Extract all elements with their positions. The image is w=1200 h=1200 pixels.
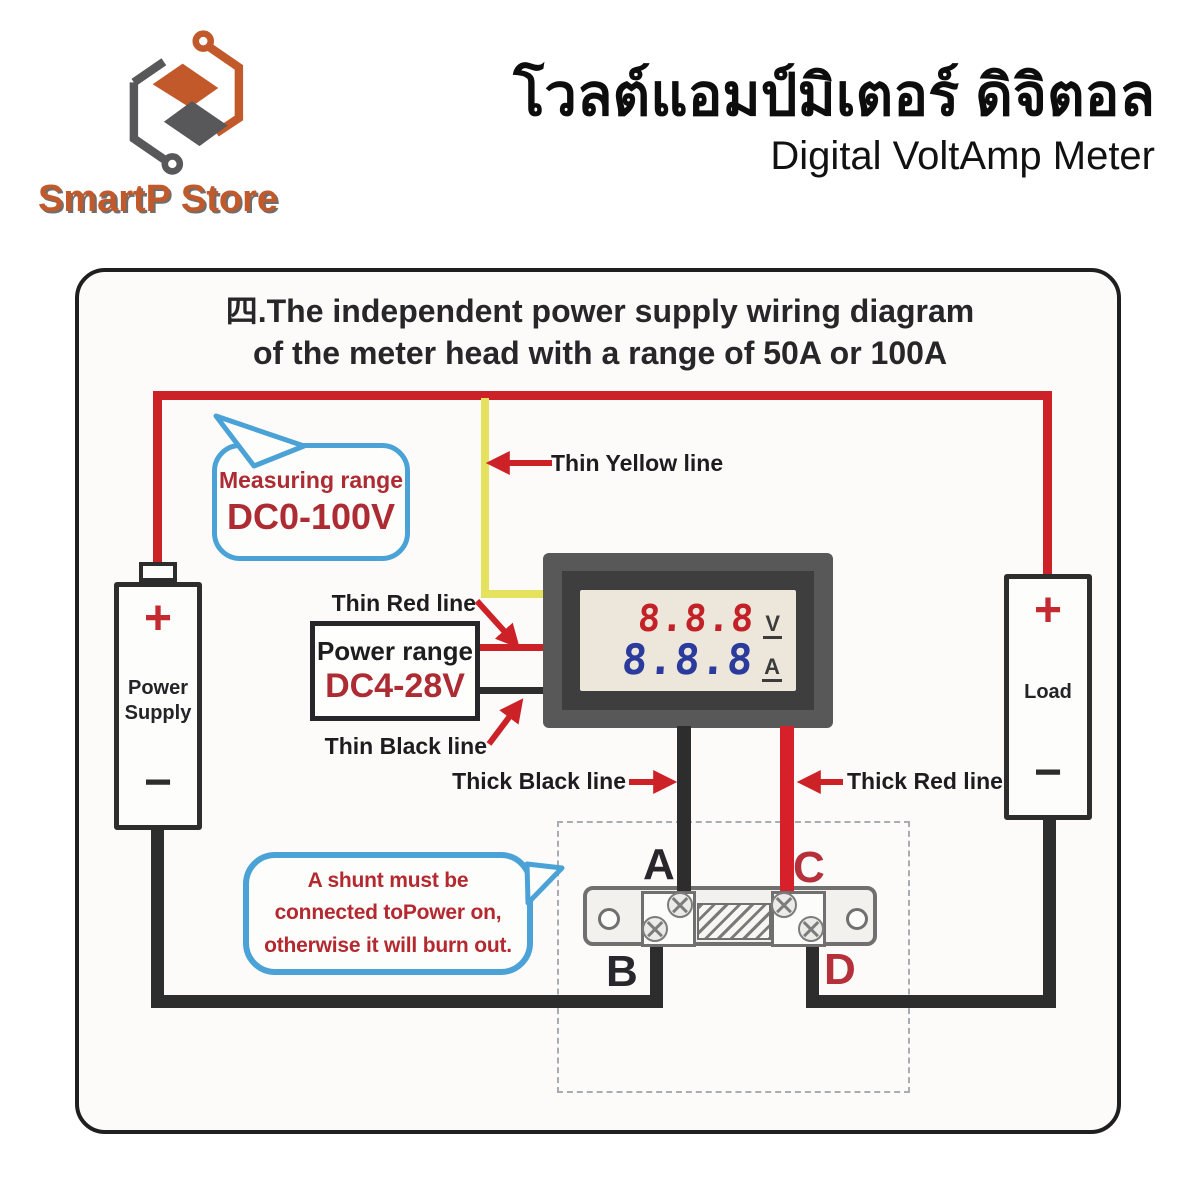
- shunt-screw-c: [771, 892, 797, 918]
- label-thin-black-line: Thin Black line: [324, 733, 487, 759]
- brand-logo-icon: [129, 30, 244, 175]
- shunt-terminal-b-label: B: [606, 947, 638, 996]
- measuring-range-value: DC0-100V: [226, 496, 396, 538]
- wire-red-right-vertical: [1043, 391, 1052, 576]
- amp-reading: 8.8.8: [619, 634, 755, 684]
- power-supply-terminal-cap: [139, 562, 177, 582]
- wire-thin-black: [470, 687, 546, 694]
- shunt-warning-line3: otherwise it will burn out.: [264, 933, 512, 957]
- wire-black-left-vertical: [151, 828, 164, 1008]
- volt-reading: 8.8.8: [636, 596, 756, 640]
- load-label: Load: [1024, 680, 1072, 703]
- page-subtitle-english: Digital VoltAmp Meter: [770, 134, 1155, 178]
- label-thick-red-line: Thick Red line: [847, 768, 1003, 794]
- meter-display: 8.8.8 V 8.8.8 A: [580, 590, 796, 691]
- wire-thin-red: [470, 644, 546, 651]
- label-thick-black-line: Thick Black line: [452, 768, 626, 794]
- wire-black-right-vertical: [1043, 818, 1056, 1008]
- shunt-terminal-a-label: A: [643, 840, 675, 889]
- power-range-value: DC4-28V: [325, 667, 465, 706]
- wire-terminal-d: [806, 928, 819, 1008]
- shunt-terminal-c-label: C: [793, 843, 825, 892]
- power-supply-label: Power Supply: [124, 677, 192, 724]
- diagram-title: 四.The independent power supply wiring di…: [150, 290, 1050, 374]
- wire-red-left-vertical: [153, 391, 162, 564]
- label-thin-red-line: Thin Red line: [331, 590, 476, 616]
- wire-terminal-b: [650, 928, 663, 1008]
- wire-thick-black: [677, 726, 691, 908]
- label-thin-yellow-line: Thin Yellow line: [551, 450, 724, 476]
- amp-unit: A: [762, 655, 782, 682]
- load-plus: +: [1033, 584, 1063, 637]
- brand-name: SmartP Store: [37, 178, 279, 220]
- shunt-warning-line1: A shunt must be: [307, 868, 469, 892]
- shunt-resistive-element: [697, 903, 771, 940]
- wire-red-top: [153, 391, 1052, 400]
- shunt-mount-hole-left: [598, 908, 620, 930]
- shunt-screw-a: [667, 892, 693, 918]
- wire-yellow-vertical: [481, 398, 489, 594]
- wire-thick-red: [780, 726, 794, 908]
- power-supply-battery: + Power Supply −: [114, 582, 202, 830]
- power-range-title: Power range: [316, 635, 474, 666]
- load-battery: + Load −: [1004, 574, 1092, 820]
- diagram-title-line1: 四.The independent power supply wiring di…: [225, 293, 975, 329]
- shunt-warning-line2: connected toPower on,: [274, 901, 502, 925]
- shunt-warning-bubble: A shunt must be connected toPower on, ot…: [243, 852, 533, 975]
- volt-unit: V: [763, 612, 782, 639]
- measuring-range-text: Measuring range: [218, 467, 404, 494]
- shunt-screw-b: [642, 916, 668, 942]
- measuring-range-bubble: Measuring range DC0-100V: [212, 443, 410, 561]
- power-range-box: Power range DC4-28V: [310, 621, 480, 721]
- load-minus: −: [1033, 746, 1063, 799]
- power-supply-minus: −: [143, 756, 173, 809]
- wire-black-bottom-right: [806, 995, 1056, 1008]
- wire-yellow-horizontal: [481, 590, 545, 598]
- shunt-zone-dashed-border: [557, 821, 910, 1093]
- shunt-terminal-d-label: D: [824, 945, 856, 994]
- power-supply-plus: +: [143, 592, 173, 645]
- voltamp-meter: 8.8.8 V 8.8.8 A: [543, 553, 833, 728]
- diagram-title-line2: of the meter head with a range of 50A or…: [252, 335, 948, 372]
- shunt-screw-d: [798, 916, 824, 942]
- wire-black-bottom-left: [151, 995, 663, 1008]
- shunt-mount-hole-right: [846, 908, 868, 930]
- page-title-thai: โวลต์แอมป์มิเตอร์ ดิจิตอล: [513, 63, 1155, 128]
